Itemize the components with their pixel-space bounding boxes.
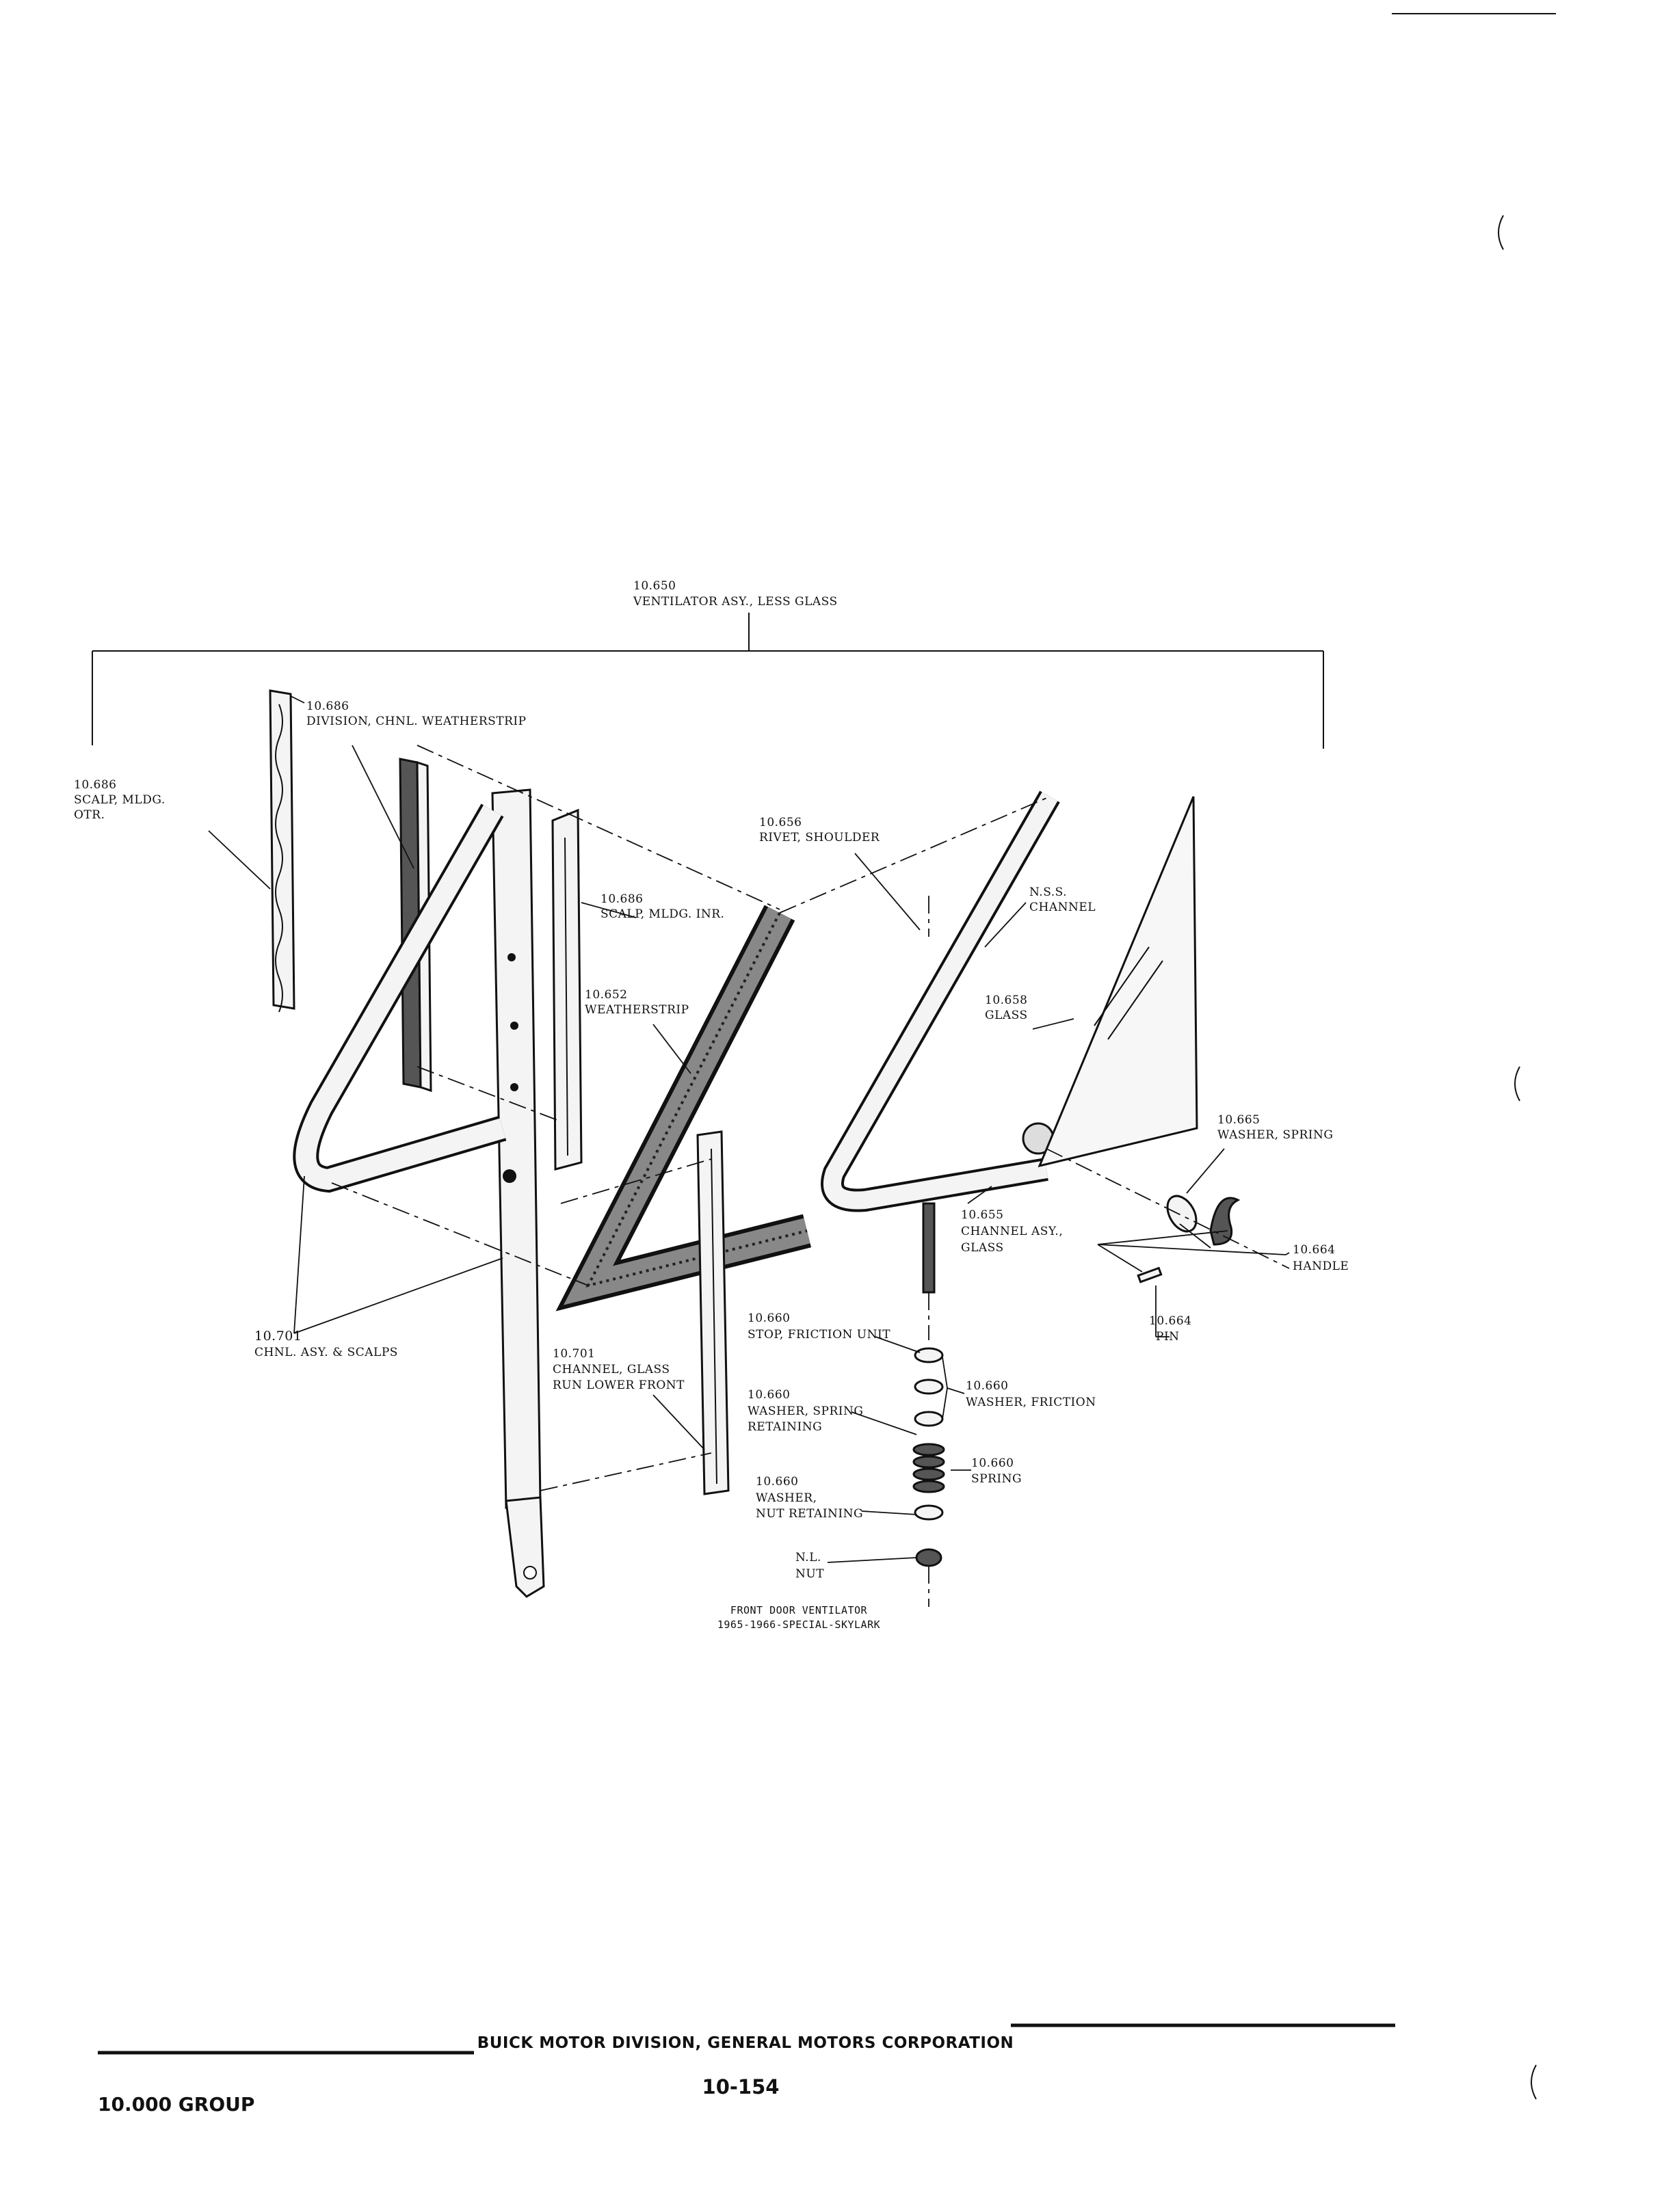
- alignment-lines: [331, 745, 1290, 1607]
- callout-scalp-inr-name: SCALP, MLDG. INR.: [600, 907, 724, 921]
- leader-lines: [208, 695, 1290, 1563]
- callout-div-weatherstrip-name: DIVISION, CHNL. WEATHERSTRIP: [306, 715, 527, 728]
- callout-channel-asy-line1: CHANNEL ASY.,: [961, 1225, 1063, 1238]
- callout-washer-spring-ret-line2: RETAINING: [748, 1420, 822, 1434]
- callout-nut-number: N.L.: [795, 1551, 821, 1564]
- callout-scalp-otr-number: 10.686: [74, 778, 116, 792]
- main-frame-channel: [293, 788, 545, 1598]
- friction-unit-stack: [912, 1202, 945, 1567]
- callout-glass-run-line2: RUN LOWER FRONT: [553, 1378, 685, 1392]
- callout-spring-washer-number: 10.665: [1217, 1113, 1260, 1127]
- assembly-name: VENTILATOR ASY., LESS GLASS: [633, 595, 838, 609]
- weatherstrip: [555, 905, 812, 1311]
- figure-caption-line2: 1965-1966-SPECIAL-SKYLARK: [717, 1618, 880, 1631]
- callout-spring-number: 10.660: [971, 1456, 1014, 1470]
- callout-chnl-asy-number: 10.701: [254, 1329, 302, 1344]
- callout-weatherstrip-name: WEATHERSTRIP: [585, 1003, 689, 1017]
- ventilator-glass: [1038, 796, 1198, 1168]
- callout-channel-asy-line2: GLASS: [961, 1241, 1004, 1255]
- assembly-number: 10.650: [633, 579, 676, 593]
- figure-caption-line1: FRONT DOOR VENTILATOR: [730, 1604, 868, 1616]
- callout-handle-number: 10.664: [1293, 1243, 1335, 1257]
- callout-div-weatherstrip-number: 10.686: [306, 699, 349, 713]
- assembly-bracket: [92, 613, 1324, 749]
- callout-handle-name: HANDLE: [1293, 1260, 1349, 1273]
- callout-pin-number: 10.664: [1149, 1314, 1191, 1328]
- callout-nut-name: NUT: [795, 1567, 824, 1581]
- callout-washer-nut-ret-line1: WASHER,: [756, 1491, 817, 1505]
- footer-corporation: BUICK MOTOR DIVISION, GENERAL MOTORS COR…: [477, 2034, 1014, 2052]
- callout-scalp-inr-number: 10.686: [600, 892, 643, 906]
- outer-scalp-moulding: [269, 689, 295, 1013]
- callout-washer-nut-ret-line2: NUT RETAINING: [756, 1507, 863, 1521]
- glass-run-lower-channel: [696, 1130, 730, 1495]
- callout-glass-run-line1: CHANNEL, GLASS: [553, 1363, 670, 1376]
- callout-scalp-otr-line1: SCALP, MLDG.: [74, 793, 166, 807]
- callout-glass-number: 10.658: [985, 994, 1027, 1007]
- callout-pin-name: PIN: [1156, 1330, 1180, 1344]
- footer-group: 10.000 GROUP: [98, 2093, 254, 2116]
- handle-parts: [1137, 1195, 1241, 1283]
- margin-mark-1: [1498, 215, 1504, 250]
- margin-mark-2: [1514, 1066, 1520, 1102]
- callout-channel-asy-number: 10.655: [961, 1208, 1003, 1222]
- callout-chnl-asy-name: CHNL. ASY. & SCALPS: [254, 1346, 398, 1359]
- callout-spring-name: SPRING: [971, 1472, 1022, 1486]
- callout-nss-name: CHANNEL: [1029, 901, 1096, 914]
- callout-washer-spring-ret-line1: WASHER, SPRING: [748, 1404, 863, 1418]
- callout-glass-name: GLASS: [985, 1009, 1028, 1022]
- callout-stop-name: STOP, FRICTION UNIT: [748, 1328, 890, 1342]
- callout-nss-number: N.S.S.: [1029, 885, 1067, 899]
- margin-mark-3: [1531, 2064, 1537, 2100]
- callout-washer-friction-name: WASHER, FRICTION: [966, 1396, 1096, 1409]
- callout-rivet-name: RIVET, SHOULDER: [759, 831, 880, 844]
- inner-scalp-moulding: [551, 808, 583, 1171]
- callout-glass-run-number: 10.701: [553, 1347, 595, 1361]
- callout-scalp-otr-line2: OTR.: [74, 808, 105, 822]
- callout-spring-washer-name: WASHER, SPRING: [1217, 1128, 1333, 1142]
- footer-page-number: 10-154: [702, 2075, 780, 2098]
- callout-washer-spring-ret-number: 10.660: [748, 1388, 790, 1402]
- callout-rivet-number: 10.656: [759, 816, 802, 829]
- callout-washer-nut-ret-number: 10.660: [756, 1475, 798, 1489]
- callout-stop-number: 10.660: [748, 1311, 790, 1325]
- callout-weatherstrip-number: 10.652: [585, 988, 627, 1002]
- callout-washer-friction-number: 10.660: [966, 1379, 1008, 1393]
